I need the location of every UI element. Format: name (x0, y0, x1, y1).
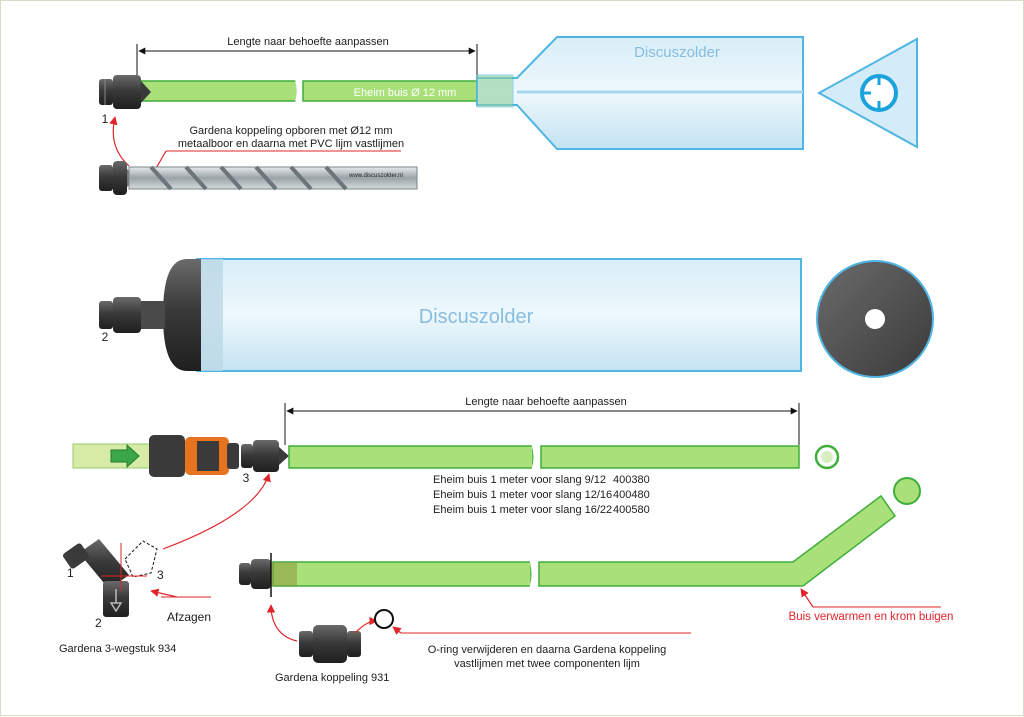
arrow-right-icon (110, 443, 140, 469)
oring-note-line1: O-ring verwijderen en daarna Gardena kop… (428, 644, 666, 656)
gardena-coupling-icon (99, 297, 165, 333)
three-way-number-2: 2 (95, 616, 102, 630)
tube-spec-2: Eheim buis 1 meter voor slang 12/16 (433, 489, 612, 501)
drill-note-line1: Gardena koppeling opboren met Ø12 mm (189, 125, 392, 137)
dimension-label-2: Lengte naar behoefte aanpassen (465, 396, 626, 408)
tube-label-1: Eheim buis Ø 12 mm (354, 87, 457, 99)
orange-quick-connector (149, 435, 239, 477)
glass-tube (196, 258, 802, 372)
tube-end-ring (814, 444, 840, 470)
dimension-label-1: Lengte naar behoefte aanpassen (227, 36, 388, 48)
tube-spec-1: Eheim buis 1 meter voor slang 9/12 (433, 474, 606, 486)
disc-end-view (816, 260, 934, 378)
three-way-connector-icon (63, 539, 158, 617)
number-1: 1 (102, 112, 109, 126)
number-3: 3 (243, 471, 250, 485)
cut-label: Afzagen (167, 610, 211, 624)
section-1: Lengte naar behoefte aanpassen Eheim bui… (99, 36, 918, 195)
watermark-1: Discuszolder (634, 44, 720, 61)
drill-bit-icon (99, 161, 418, 195)
gardena-coupling-icon (241, 440, 289, 472)
eheim-tube-bent (272, 477, 921, 589)
tube-spec-code-2: 400480 (613, 489, 650, 501)
drill-note-line2: metaalboor en daarna met PVC lijm vastli… (178, 138, 404, 150)
tube-spec-code-3: 400580 (613, 504, 650, 516)
eheim-tube-straight (288, 443, 800, 471)
oring-note-line2: vastlijmen met twee componenten lijm (454, 658, 640, 670)
glass-funnel (476, 36, 804, 150)
o-ring-icon (374, 609, 394, 629)
tube-spec-code-1: 400380 (613, 474, 650, 486)
tube-end-cap (163, 259, 201, 371)
three-way-number-3: 3 (157, 568, 164, 582)
section-3: Lengte naar behoefte aanpassen 3 (59, 396, 953, 684)
number-2: 2 (102, 330, 109, 344)
eheim-tube-1 (140, 78, 480, 104)
gardena-coupling-icon (239, 553, 297, 597)
red-arrow-threeway (162, 473, 271, 550)
gardena-coupling-icon (99, 75, 151, 109)
gardena-coupling-931 (299, 625, 361, 663)
tube-spec-3: Eheim buis 1 meter voor slang 16/22 (433, 504, 612, 516)
red-arrow-drill (109, 116, 130, 167)
watermark-2: Discuszolder (419, 306, 534, 328)
three-way-caption: Gardena 3-wegstuk 934 (59, 643, 176, 655)
bend-note: Buis verwarmen en krom buigen (789, 611, 954, 623)
drill-engraving: www.discuszolder.nl (348, 173, 403, 179)
section-2: 2 Discuszolder (99, 258, 934, 378)
coupling-caption: Gardena koppeling 931 (275, 672, 389, 684)
three-way-number-1: 1 (67, 566, 74, 580)
cone-end-view (816, 37, 918, 149)
